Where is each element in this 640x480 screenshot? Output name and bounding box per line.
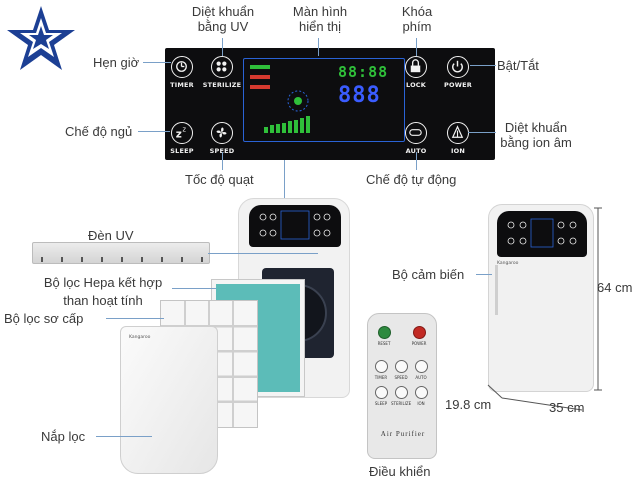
ion-icon[interactable] [447,122,469,144]
sleep-button-label: SLEEP [170,147,194,155]
remote-caption: Air Purifier [380,430,426,438]
filter-cover-label: Nắp lọc [41,429,86,444]
remote-ion-button[interactable] [415,386,428,399]
lock-button-label: LOCK [405,81,427,89]
remote-auto-button[interactable] [415,360,428,373]
auto-button-label: AUTO [405,147,427,155]
display-bottom-digits: 888 [338,83,381,108]
leader-uv-lamp [208,253,318,254]
side-view-panel [497,211,587,257]
remote-reset-label: RESET [377,341,391,346]
remote-btn-label-3: AUTO [415,375,427,380]
speed-button-label: SPEED [209,147,235,155]
leader-cover [96,436,152,437]
leader-display [318,38,319,56]
depth-dimension: 19.8 cm [445,397,492,412]
ion-button-label: ION [451,147,465,155]
remote-control: RESET POWER TIMER SPEED AUTO SLEEP STERI… [367,313,437,459]
leader-power [470,65,496,66]
remote-sterilize-button[interactable] [395,386,408,399]
remote-btn-label-6: ION [417,401,425,406]
leader-ion [468,132,496,133]
fan-speed-icon[interactable] [211,122,233,144]
purifier-top-panel [249,205,341,247]
timer-icon[interactable] [171,56,193,78]
leader-auto [416,152,417,170]
remote-btn-label-5: STERILIZE [391,401,412,406]
dimension-lines [487,207,602,411]
filter-cover: Kangaroo [120,326,218,474]
auto-icon[interactable] [405,122,427,144]
leader-lock [416,38,417,56]
leader-sleep [138,131,170,132]
leader-sensor [476,274,492,275]
leader-hepa [172,288,216,289]
lock-icon[interactable] [405,56,427,78]
remote-power-label: POWER [411,341,427,346]
leader-speed [222,152,223,170]
auto-mode-label: Chế độ tự động [366,172,457,187]
display-red-bar-1 [250,75,270,79]
side-view-brand: Kangaroo [497,261,519,266]
sterilize-icon[interactable] [211,56,233,78]
uv-lamp-bar [32,242,210,264]
display-red-bar-2 [250,85,270,89]
remote-timer-button[interactable] [375,360,388,373]
leader-panel-to-device [284,160,285,202]
leader-uv [222,38,223,56]
power-icon[interactable] [447,56,469,78]
remote-speed-button[interactable] [395,360,408,373]
cover-brand: Kangaroo [129,335,151,340]
display-fan-icon [287,90,309,112]
remote-btn-label-4: SLEEP [374,401,388,406]
leader-timer [143,62,171,63]
remote-sleep-button[interactable] [375,386,388,399]
display-screen: 88:88 888 [243,58,405,142]
display-level-bars [264,116,310,133]
remote-reset-button[interactable] [378,326,391,339]
width-dimension: 35 cm [549,400,585,415]
timer-button-label: TIMER [170,81,194,89]
power-button-label: POWER [444,81,472,89]
remote-power-button[interactable] [413,326,426,339]
uv-lamp-label: Đèn UV [88,228,134,243]
sensor-label: Bộ cảm biến [392,267,465,282]
brand-star-logo [7,6,75,70]
height-dimension: 64 cm [597,280,633,295]
fan-speed-label: Tốc độ quạt [185,172,254,187]
svg-text:z: z [182,126,186,134]
pre-filter-label: Bộ lọc sơ cấp [4,311,84,326]
power-toggle-label: Bật/Tắt [497,58,539,73]
remote-btn-label-1: TIMER [374,375,388,380]
display-top-digits: 88:88 [338,63,389,81]
svg-text:z: z [176,128,182,140]
leader-prefilter [106,318,164,319]
sleep-mode-label: Chế độ ngủ [65,124,133,139]
purifier-side-view: Kangaroo [488,204,594,392]
display-green-bar [250,65,270,69]
timer-label: Hẹn giờ [93,55,140,70]
remote-label: Điều khiển [369,464,431,479]
sensor-grille [495,265,498,315]
remote-btn-label-2: SPEED [394,375,408,380]
sterilize-button-label: STERILIZE [202,81,242,89]
